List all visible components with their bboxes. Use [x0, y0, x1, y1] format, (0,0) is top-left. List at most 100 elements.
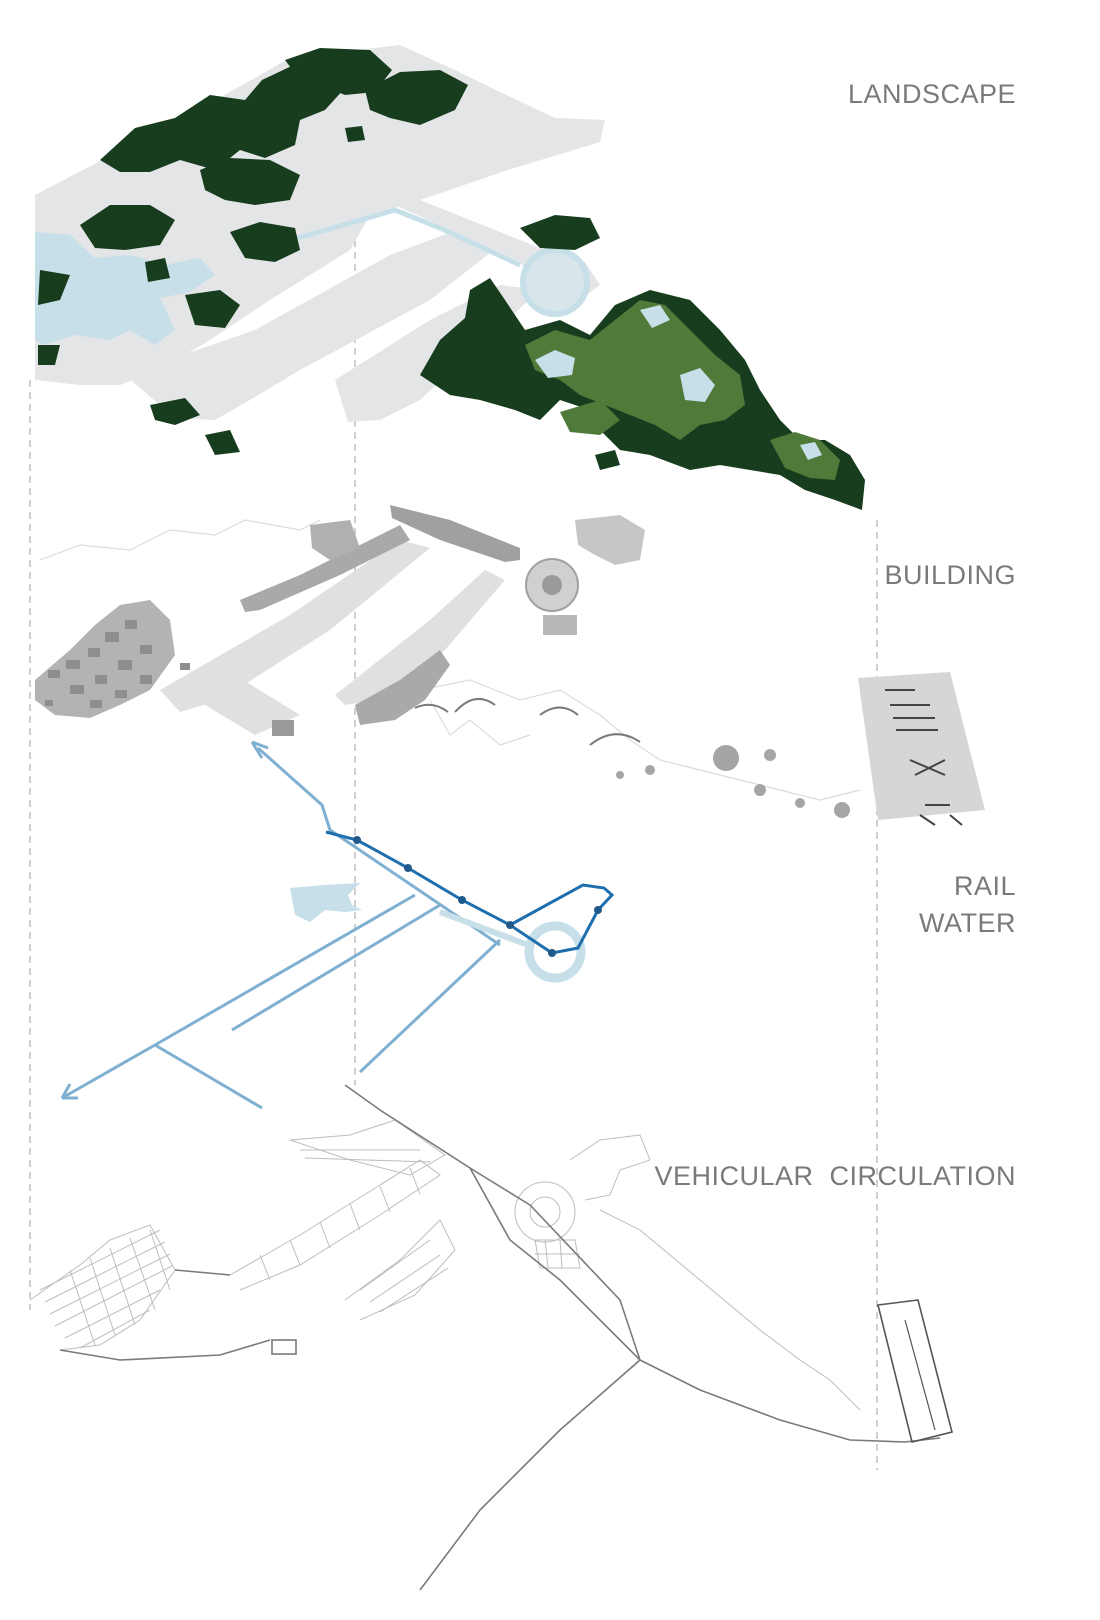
building-footprint [48, 670, 60, 678]
rail-station [458, 896, 466, 904]
forest-patch [185, 290, 240, 328]
town-blocks-terminal [310, 520, 360, 560]
main-road [174, 1269, 231, 1276]
town-blocks-east [575, 515, 645, 565]
rail-track [325, 830, 615, 955]
road-grid [229, 1159, 441, 1291]
water-shoreline [290, 883, 362, 922]
main-road [344, 1084, 941, 1443]
landscape-lake-west [35, 232, 215, 345]
rail-station [594, 906, 602, 914]
building-footprint [88, 648, 100, 657]
forest-patch [520, 215, 600, 250]
forest-patch [365, 70, 468, 125]
building-footprint [45, 700, 53, 706]
road-grid [69, 1229, 171, 1346]
water-branch-west [61, 893, 416, 1100]
pavilion [616, 771, 624, 779]
rail-station [548, 949, 556, 957]
pavilions [616, 745, 850, 818]
road-hub-ring [514, 1181, 576, 1243]
main-road [59, 1339, 271, 1361]
town-blocks-south [355, 650, 450, 725]
vehicular-circulation-layer [29, 1084, 953, 1591]
building-footprint [66, 660, 80, 669]
pavilion [764, 749, 776, 761]
forest-patch [145, 258, 170, 282]
pond [640, 305, 670, 328]
canopy-arcs [414, 697, 641, 746]
dock-line [909, 759, 946, 776]
road-hub-inner [529, 1196, 561, 1228]
rail-station [404, 864, 412, 872]
rail-line [325, 830, 615, 955]
road-grid [534, 1239, 581, 1269]
water-pier [438, 909, 530, 948]
landscape-canal [289, 207, 522, 268]
road-primary [59, 1084, 941, 1591]
forest-patch [230, 222, 300, 262]
forest-patch [150, 398, 200, 425]
forest-patch [285, 48, 392, 95]
main-road [419, 1359, 641, 1591]
water-arrow-head-north [250, 740, 269, 759]
rail-station [506, 921, 514, 929]
town-blocks-pier [390, 505, 520, 562]
building-footprint [90, 700, 102, 708]
pavilion [834, 802, 850, 818]
forest-patch [38, 345, 60, 365]
label-landscape: LANDSCAPE [847, 79, 1016, 109]
forest-patch [595, 450, 620, 470]
terminal-dock-lines [885, 689, 963, 826]
pavilion [645, 765, 655, 775]
building-layer [35, 505, 985, 826]
building-footprint [180, 663, 190, 670]
pond [535, 350, 575, 378]
building-footprint [115, 690, 127, 698]
vegetation-meadow [525, 300, 745, 440]
building-footprint [125, 620, 137, 629]
town-block-cluster [35, 600, 175, 718]
road-east-outline [569, 1134, 651, 1201]
label-vehicular-circulation: VEHICULAR CIRCULATION [654, 1161, 1016, 1191]
building-footprint [140, 675, 152, 684]
building-runway-strip-3 [180, 672, 300, 735]
main-road [469, 1167, 641, 1361]
water-trunk-line [257, 746, 501, 947]
label-building: BUILDING [884, 560, 1016, 590]
building-footprint [118, 660, 132, 670]
rail-water-layer [60, 740, 615, 1110]
pond [680, 368, 715, 402]
dock-line [919, 814, 936, 826]
forest-patch [205, 430, 240, 455]
town-blocks-west [35, 600, 175, 718]
vegetation-meadow [770, 432, 840, 480]
building-footprint [543, 615, 577, 635]
building-runway-strip-1 [160, 540, 430, 712]
road-grid [300, 1149, 431, 1163]
pavilion [754, 784, 766, 796]
forest-patch [200, 158, 300, 205]
road-grid-fine [29, 1119, 861, 1411]
water-circular-basin [524, 921, 586, 983]
vegetation-meadow [560, 400, 620, 435]
water-arrow-head-west [60, 1083, 78, 1100]
building-footprint [272, 720, 294, 736]
town-building-footprints-west [45, 620, 190, 708]
road-grid [289, 1119, 446, 1176]
road-coast-trail [599, 1209, 861, 1411]
road-grid [359, 1239, 449, 1313]
road-grid [259, 1167, 421, 1281]
building-footprint [140, 645, 152, 654]
building-site-outline [39, 519, 861, 801]
rail-station [353, 836, 361, 844]
dock-line [914, 759, 946, 776]
water-branch-south [358, 938, 502, 1074]
road-ferry-terminal-outline [877, 1299, 953, 1443]
forest-patch [100, 62, 345, 172]
building-hub-core [542, 575, 562, 595]
forest-patch [345, 126, 365, 142]
landscape-runway-strip-1 [125, 225, 500, 420]
